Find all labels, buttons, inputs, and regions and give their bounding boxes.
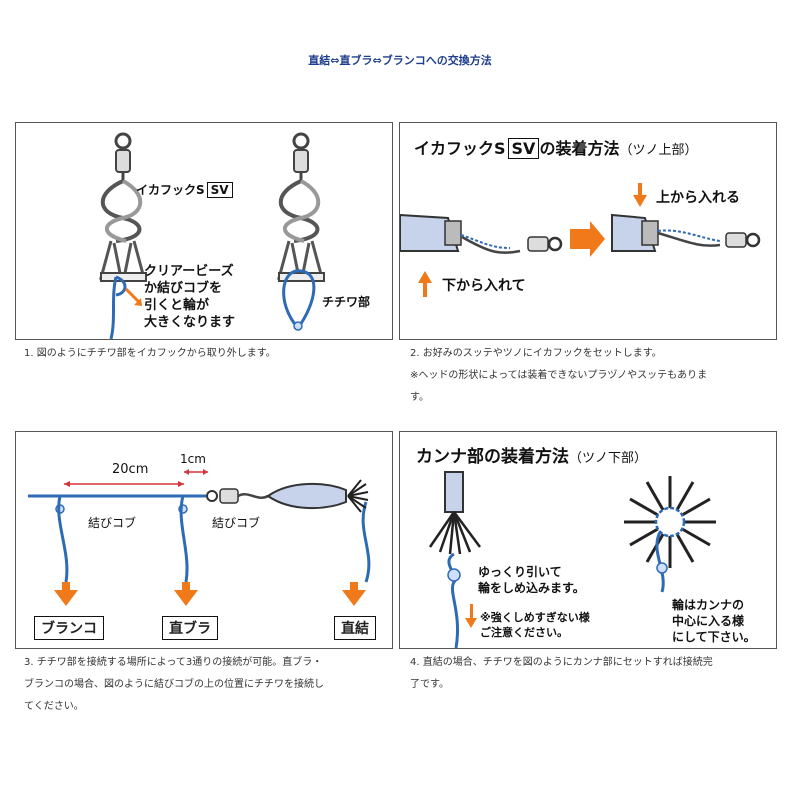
chichiwa-label: チチワ部 (322, 295, 371, 309)
option-chokubura: 直ブラ (162, 616, 218, 640)
panel-connection-options: 20cm 1cm 結びコブ 結びコブ ブランコ 直ブラ 直結 (15, 431, 393, 649)
caption-step-2: 2. お好みのスッテやツノにイカフックをセットします。 ※ヘッドの形状によっては… (410, 348, 708, 403)
caption-step-1: 1. 図のようにチチワ部をイカフックから取り外します。 (24, 348, 276, 359)
caption-step-3: 3. チチワ部を接続する場所によって3通りの接続が可能。直ブラ・ ブランコの場合… (24, 657, 324, 712)
caption-step-4: 4. 直結の場合、チチワを図のようにカンナ部にセットすれば接続完 了です。 (410, 657, 713, 690)
from-below-label: 下から入れて (442, 278, 526, 294)
dimension-1cm: 1cm (180, 452, 206, 466)
option-chokketsu: 直結 (334, 616, 376, 640)
option-buranko: ブランコ (34, 616, 104, 640)
from-above-label: 上から入れる (656, 190, 740, 206)
panel-attach-bottom: カンナ部の装着方法（ツノ下部） ゆっくり引いて 輪をしめ込みます。 ※強くしめす… (399, 431, 777, 649)
clear-beads-note: クリアービーズ か結びコブを 引くと輪が 大きくなります (144, 264, 236, 330)
panel4-title: カンナ部の装着方法（ツノ下部） (416, 447, 648, 467)
warning-note: ※強くしめすぎない様 ご注意ください。 (480, 611, 590, 639)
center-instruction: 輪はカンナの 中心に入る様 にして下さい。 (672, 598, 756, 644)
dimension-20cm: 20cm (112, 462, 149, 477)
attach-bottom-illustration (428, 471, 716, 648)
connection-options-illustration (28, 469, 371, 606)
knot-label-right: 結びコブ (212, 516, 261, 530)
knot-label-left: 結びコブ (88, 516, 137, 530)
pull-instruction: ゆっくり引いて 輪をしめ込みます。 (478, 565, 585, 595)
attach-top-illustration (400, 183, 761, 297)
hook-illustration (99, 132, 325, 339)
page-title: 直結⇔直ブラ⇔ブランコへの交換方法 (308, 54, 492, 67)
